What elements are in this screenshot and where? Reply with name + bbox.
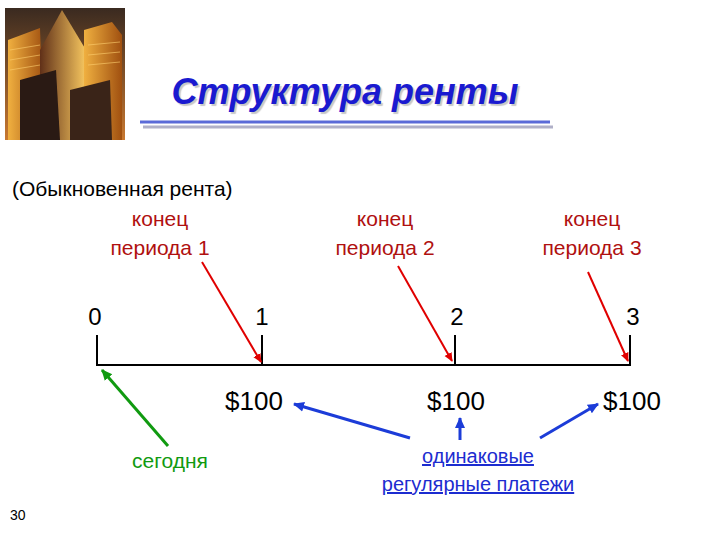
timeline <box>97 335 630 366</box>
payments-note: одинаковые регулярные платежи <box>366 442 591 498</box>
payment-amount: $100 <box>411 383 501 419</box>
period-end-note: конец периода 1 <box>90 204 230 263</box>
period-end-note: конец периода 3 <box>522 204 662 263</box>
payment-amount: $100 <box>209 383 299 419</box>
period-number: 1 <box>247 300 277 334</box>
period-number: 3 <box>618 300 648 334</box>
period-number: 2 <box>442 300 472 334</box>
page-number: 30 <box>10 506 50 526</box>
period-end-arrows <box>202 262 628 362</box>
today-note: сегодня <box>90 446 250 475</box>
slide-title: Структура ренты <box>125 70 565 113</box>
payment-amount: $100 <box>587 383 677 419</box>
period-end-note: конец периода 2 <box>315 204 455 263</box>
annuity-type: (Обыкновенная рента) <box>12 174 312 203</box>
today-arrow <box>102 370 168 446</box>
period-number: 0 <box>80 300 110 334</box>
title-underline <box>140 122 553 127</box>
buildings-picture <box>5 8 125 140</box>
